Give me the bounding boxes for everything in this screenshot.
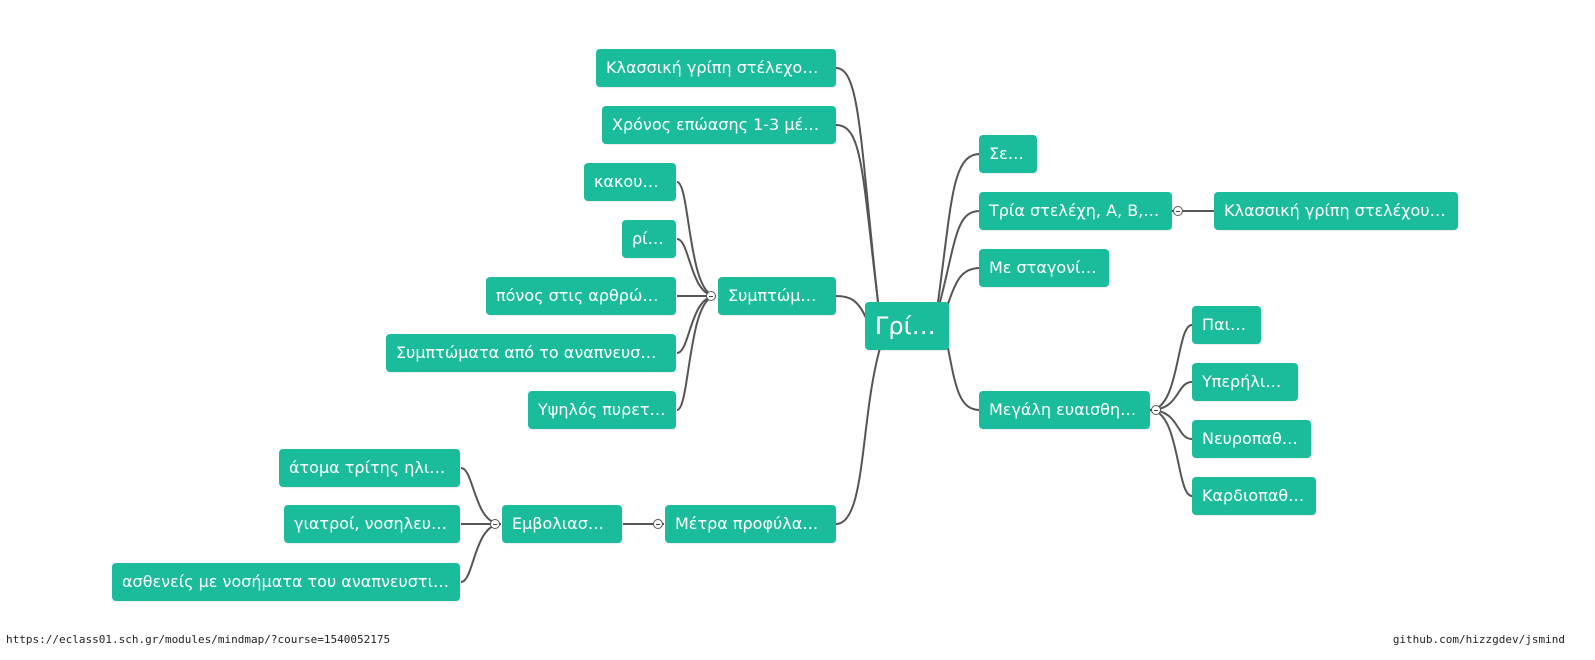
node-neuropatheis[interactable]: Νευροπαθείς <box>1192 420 1311 458</box>
node-ypsilos-pyretos[interactable]: Υψηλός πυρετός <box>528 391 676 429</box>
link-root-klassiki <box>835 67 879 303</box>
link-root-tria <box>939 210 981 303</box>
node-se-io[interactable]: Σε ιό <box>979 135 1037 173</box>
node-giatroi-nosileutes[interactable]: γιατροί, νοσηλευτές <box>284 505 460 543</box>
collapse-emvoliasmos-toggle[interactable] <box>490 519 500 529</box>
link-evaisthisia-paidia <box>1149 324 1193 411</box>
node-ponos-arthroseis[interactable]: πόνος στις αρθρώσεις <box>486 277 676 315</box>
root-node[interactable]: Γρίπη <box>865 302 949 350</box>
node-megali-evaisthisia[interactable]: Μεγάλη ευαισθησία <box>979 391 1150 429</box>
node-yperilikes[interactable]: Υπερήλικες <box>1192 363 1298 401</box>
node-me-stagonidia[interactable]: Με σταγονίδια <box>979 249 1109 287</box>
collapse-evaisthisia-toggle[interactable] <box>1151 405 1161 415</box>
link-root-xronos <box>835 124 879 303</box>
node-rigi[interactable]: ρίγη <box>622 220 676 258</box>
node-atoma-tritis-ilikias[interactable]: άτομα τρίτης ηλικίας <box>279 449 460 487</box>
link-root-metra <box>835 347 881 525</box>
credit-link[interactable]: github.com/hizzgdev/jsmind <box>1392 633 1565 646</box>
node-kardiopatheis[interactable]: Καρδιοπαθείς <box>1192 477 1316 515</box>
link-root-evaisthisia <box>947 347 981 411</box>
node-kakouxia[interactable]: κακουχία <box>584 163 676 201</box>
page-url: https://eclass01.sch.gr/modules/mindmap/… <box>6 633 391 646</box>
link-root-stagonidia <box>947 267 981 305</box>
collapse-metra-toggle[interactable] <box>653 519 663 529</box>
collapse-tria-stelexi-toggle[interactable] <box>1173 206 1183 216</box>
link-emvoliasmos-atoma <box>460 467 502 525</box>
node-xronos-epoasis[interactable]: Χρόνος επώασης 1-3 μέρες <box>602 106 836 144</box>
node-emvoliasmos[interactable]: Εμβολιασμός <box>502 505 622 543</box>
node-klassiki-stelexous-a[interactable]: Κλασσική γρίπη στελέχους A <box>1214 192 1458 230</box>
node-metra-profylaxis[interactable]: Μέτρα προφύλαξης <box>665 505 836 543</box>
node-symptomata-anapneustiko[interactable]: Συμπτώματα από το αναπνευστικό <box>386 334 676 372</box>
collapse-symptomata-toggle[interactable] <box>706 291 716 301</box>
node-paidia[interactable]: Παιδιά <box>1192 306 1261 344</box>
link-evaisthisia-kardiopatheis <box>1149 409 1193 497</box>
node-klassiki-stelexos[interactable]: Κλασσική γρίπη στέλεχος ... <box>596 49 836 87</box>
node-tria-stelexi[interactable]: Τρία στελέχη, A, B, C. <box>979 192 1172 230</box>
link-emvoliasmos-astheneis <box>460 523 502 583</box>
link-root-se-io <box>937 153 981 303</box>
node-astheneis-anapneustikou[interactable]: ασθενείς με νοσήματα του αναπνευστικού <box>112 563 460 601</box>
link-symptomata-pyretos <box>676 295 717 411</box>
node-symptomata[interactable]: Συμπτώματα <box>718 277 836 315</box>
link-root-symptomata <box>835 295 867 319</box>
